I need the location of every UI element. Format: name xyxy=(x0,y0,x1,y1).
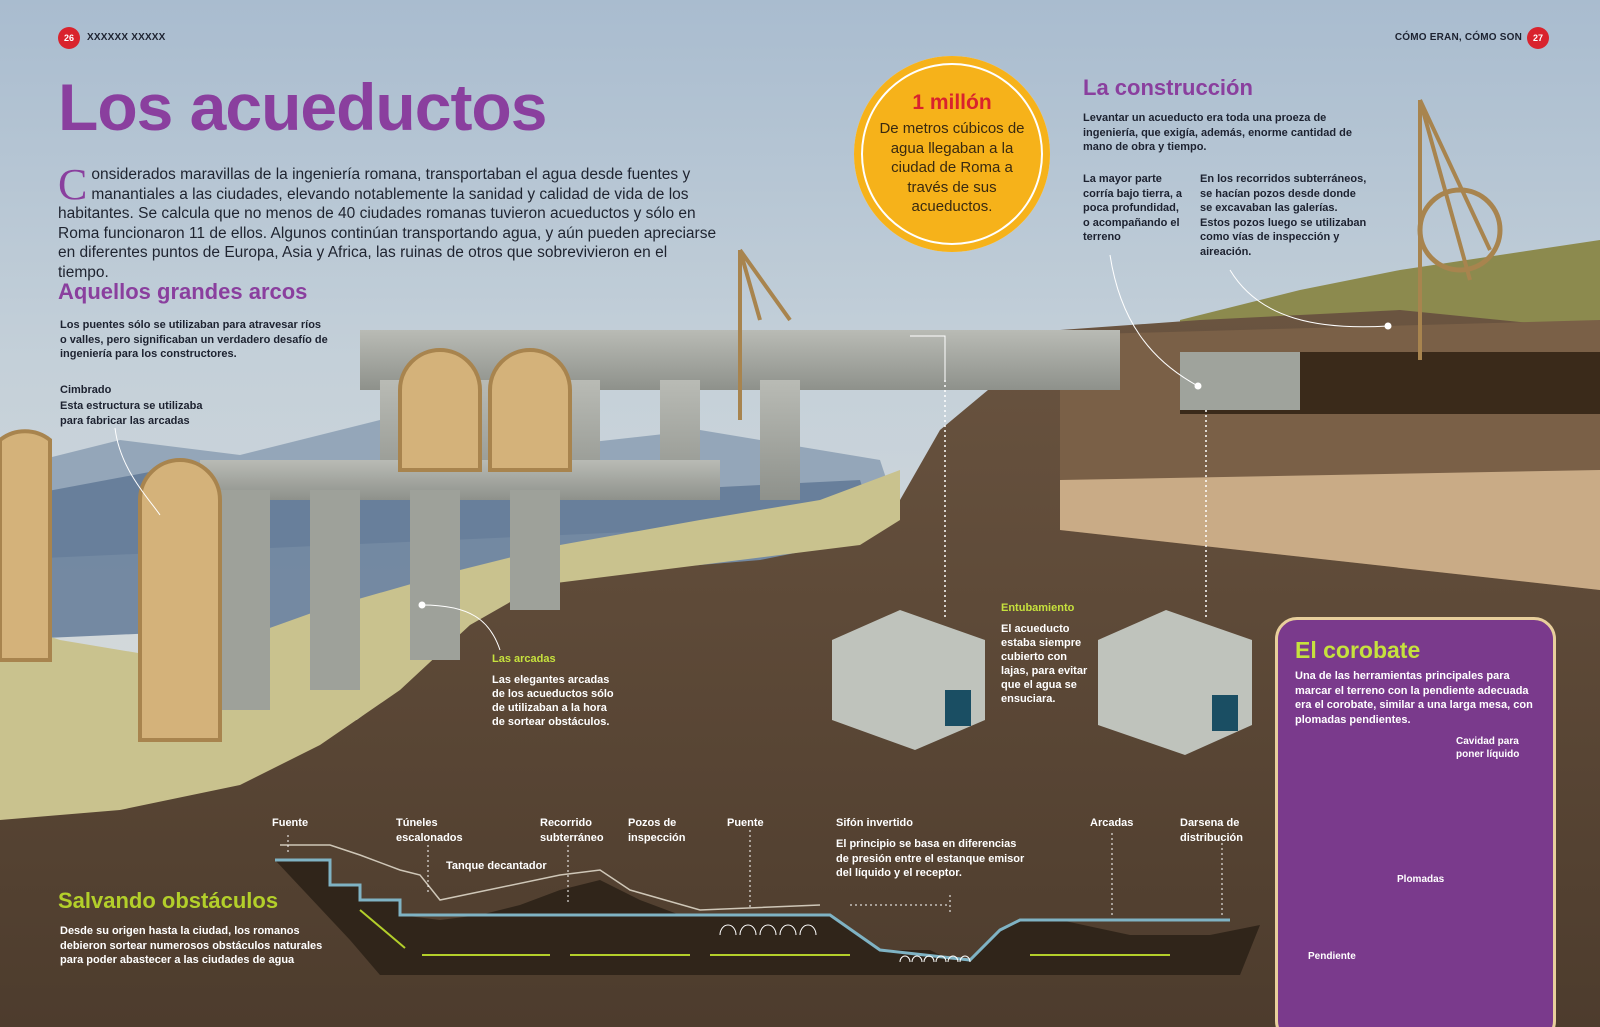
construction-heading: La construcción xyxy=(1083,75,1253,100)
obstacles-heading: Salvando obstáculos xyxy=(58,888,279,913)
section-label-left: XXXXXX XXXXX xyxy=(87,32,166,43)
page-number-right: 27 xyxy=(1527,27,1549,49)
tunnel-stones xyxy=(1180,352,1300,410)
construction-text: Levantar un acueducto era toda una proez… xyxy=(1083,112,1352,153)
cimbrado-text: Esta estructura se utilizaba para fabric… xyxy=(60,400,203,427)
marker-dot xyxy=(1384,322,1392,330)
label-arcadas: Arcadas xyxy=(1090,817,1134,829)
channel-blocks xyxy=(832,610,1252,755)
million-figure: 1 millón xyxy=(912,91,992,115)
label-recorrido: Recorrido subterráneo xyxy=(540,817,604,844)
page-number-left: 26 xyxy=(58,27,80,49)
marker-dot xyxy=(1194,382,1202,390)
leader-lines xyxy=(114,254,1389,651)
entubamiento-title: Entubamiento xyxy=(1001,602,1075,614)
label-sifon-text: El principio se basa en diferencias de p… xyxy=(836,838,1025,879)
entubamiento-text: El acueducto estaba siempre cubierto con… xyxy=(1001,623,1088,705)
arcs-text: Los puentes sólo se utilizaban para atra… xyxy=(60,319,328,360)
label-fuente: Fuente xyxy=(272,817,309,829)
label-tuneles: Túneles escalonados xyxy=(396,817,463,844)
million-text: De metros cúbicos de agua llegaban a la … xyxy=(879,120,1025,216)
corobate-panel xyxy=(1275,617,1556,1027)
cavity-label: Cavidad para poner líquido xyxy=(1456,736,1520,760)
page-title: Los acueductos xyxy=(58,70,547,144)
construction-col2: En los recorridos subterráneos, se hacía… xyxy=(1200,173,1367,258)
cimbrado-frames xyxy=(0,348,572,742)
label-tanque: Tanque decantador xyxy=(446,860,547,872)
crane-left xyxy=(738,248,792,420)
intro-text: onsiderados maravillas de la ingeniería … xyxy=(58,166,717,281)
label-darsena: Darsena de distribución xyxy=(1180,817,1243,844)
cimbrado-title: Cimbrado xyxy=(60,384,112,396)
plumb-label: Plomadas xyxy=(1397,874,1445,885)
label-pozos: Pozos de inspección xyxy=(628,817,686,844)
aqueduct-ground xyxy=(0,470,900,820)
lower-arches xyxy=(220,490,560,710)
label-puente: Puente xyxy=(727,817,764,829)
construction-col1: La mayor parte corría bajo tierra, a poc… xyxy=(1083,173,1183,243)
marker-dot xyxy=(418,601,426,609)
intro-dropcap: C xyxy=(58,160,88,209)
corobate-text: Una de las herramientas principales para… xyxy=(1295,670,1533,726)
slope-label: Pendiente xyxy=(1308,951,1356,962)
section-label-right: CÓMO ERAN, CÓMO SON xyxy=(1394,32,1522,43)
obstacles-text: Desde su origen hasta la ciudad, los rom… xyxy=(60,925,323,966)
crane-right xyxy=(1417,99,1503,360)
million-badge: 1 millón De metros cúbicos de agua llega… xyxy=(854,56,1050,252)
aqueduct-profile-diagram xyxy=(275,830,1260,975)
corobate-heading: El corobate xyxy=(1295,637,1421,663)
label-sifon-title: Sifón invertido xyxy=(836,817,913,829)
arcadas-title: Las arcadas xyxy=(492,653,556,665)
arcadas-text: Las elegantes arcadas de los acueductos … xyxy=(492,674,614,728)
arcs-heading: Aquellos grandes arcos xyxy=(58,279,308,304)
pit-floor xyxy=(1060,470,1600,590)
